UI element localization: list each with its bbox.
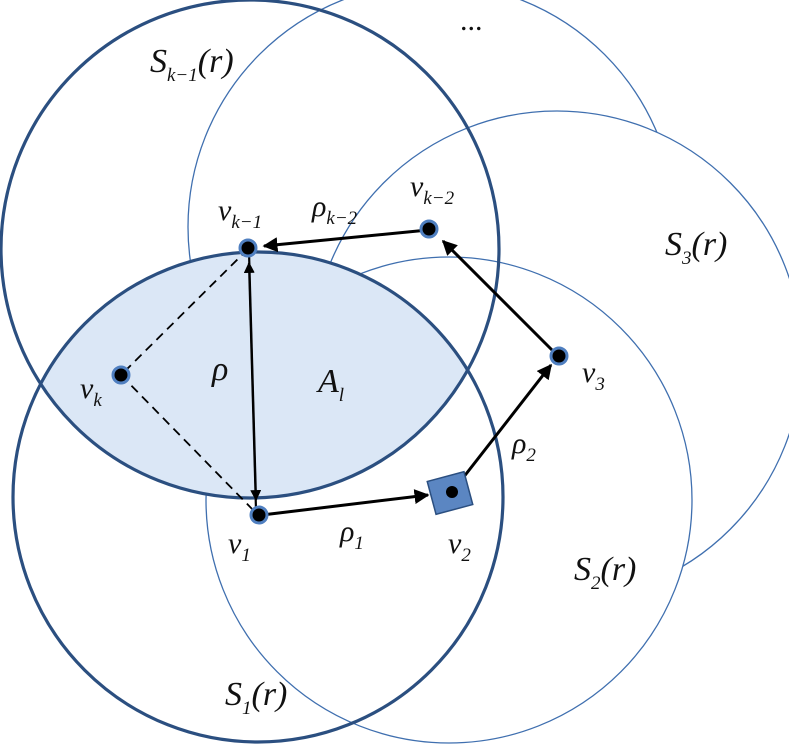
circle-s-k-minus-1 (0, 0, 501, 500)
label-v-1: v1 (228, 527, 251, 566)
arrow-rho-k-minus-2 (262, 228, 429, 253)
arrow-rho-1 (261, 489, 430, 517)
ellipsis-label: ... (460, 4, 483, 37)
label-v-k: vk (80, 372, 102, 411)
circle-s1 (11, 250, 505, 744)
arrow-v3-to-vk-2 (441, 239, 559, 357)
node-v-2 (446, 486, 458, 498)
node-v-3 (549, 346, 569, 366)
label-s-2: S2(r) (574, 551, 636, 594)
label-v-2: v2 (448, 527, 471, 566)
label-s-3: S3(r) (665, 226, 727, 269)
label-s-k-minus-1: Sk−1(r) (150, 43, 234, 86)
label-s-1: S1(r) (225, 676, 287, 719)
label-rho-k-minus-2: ρk−2 (311, 190, 358, 229)
arrow-rho-2 (450, 363, 553, 493)
label-v-3: v3 (582, 356, 605, 395)
label-v-k-minus-2: vk−2 (410, 170, 455, 209)
label-rho-1: ρ1 (339, 515, 364, 554)
label-rho-2: ρ2 (511, 427, 536, 466)
node-v-k (111, 365, 131, 385)
label-rho: ρ (211, 351, 228, 388)
label-v-k-minus-1: vk−1 (218, 194, 262, 233)
dashed-edge-vk-v1 (120, 374, 257, 514)
node-v-k-minus-2 (419, 219, 439, 239)
label-a-l: Al (316, 363, 344, 406)
arrow-rho-down (247, 251, 262, 502)
node-v-k-minus-1 (238, 238, 258, 258)
node-v-1 (249, 505, 269, 525)
